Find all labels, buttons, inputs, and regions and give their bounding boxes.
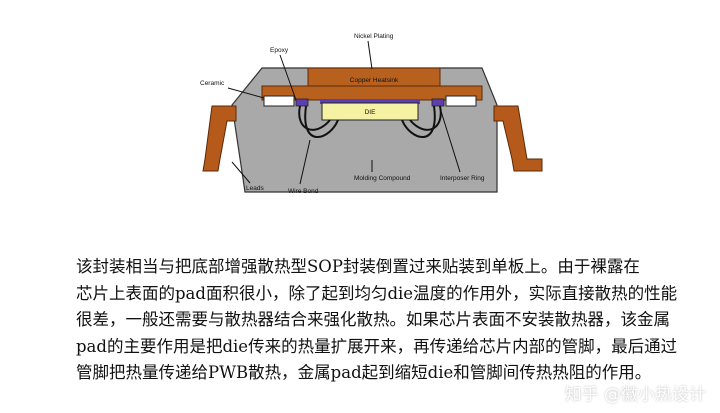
molding-compound-label: Molding Compound xyxy=(354,175,411,182)
paragraph-line-1: 该封装相当与把底部增强散热型SOP封装倒置过来贴装到单板上。由于裸露在 xyxy=(76,257,640,276)
leads-label: Leads xyxy=(246,185,264,192)
wire-bond-label: Wire Bond xyxy=(288,188,319,195)
epoxy-label: Epoxy xyxy=(270,47,289,54)
interposer-ring-left xyxy=(295,98,309,107)
ceramic-right xyxy=(445,95,477,107)
lead-right xyxy=(493,105,543,172)
description-paragraph: 该封装相当与把底部增强散热型SOP封装倒置过来贴装到单板上。由于裸露在 芯片上表… xyxy=(76,254,686,387)
interposer-ring-label: Interposer Ring xyxy=(440,175,485,182)
paragraph-line-2: 芯片上表面的pad面积很小，除了起到均匀die温度的作用外，实际直接散热的性能 xyxy=(76,283,678,303)
wire-bond-left-2 xyxy=(304,105,339,138)
package-cross-section-diagram: Copper Heatsink DIE Nickel Plating Epoxy… xyxy=(200,33,543,195)
watermark: 知乎 @徽小热设计 xyxy=(564,385,706,405)
lead-left xyxy=(202,105,237,172)
paragraph-line-3: 很差，一般还需要与散热器结合来强化散热。如果芯片表面不安装散热器，该金属 xyxy=(76,310,670,329)
die xyxy=(321,102,419,121)
ceramic-left xyxy=(263,95,295,107)
die-label: DIE xyxy=(365,109,377,116)
wire-bond-right-2 xyxy=(401,105,436,138)
paragraph-line-5: 管脚把热量传递给PWB散热，金属pad起到缩短die和管脚间传热热阻的作用。 xyxy=(76,363,652,382)
interposer-ring-right xyxy=(431,98,445,107)
die-attach-epoxy xyxy=(320,100,420,104)
copper-heatsink-label: Copper Heatsink xyxy=(350,77,399,84)
nickel-plating-label: Nickel Plating xyxy=(354,33,394,40)
paragraph-line-4: pad的主要作用是把die传来的热量扩展开来，再传递给芯片内部的管脚，最后通过 xyxy=(76,336,678,356)
ceramic-label: Ceramic xyxy=(200,80,225,87)
